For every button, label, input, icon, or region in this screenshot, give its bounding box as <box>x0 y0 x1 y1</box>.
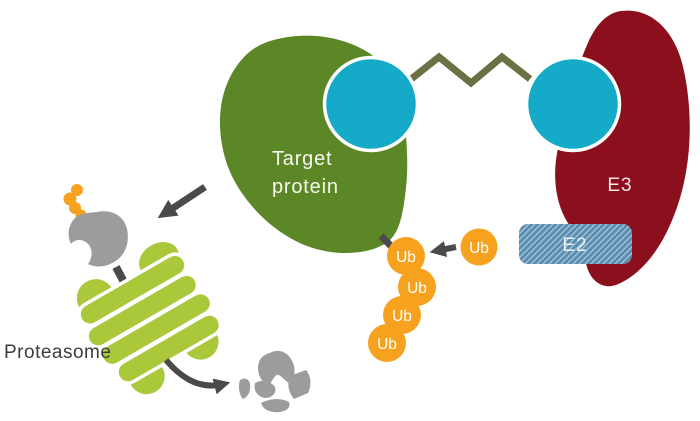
ubiquitinated-substrate-blob <box>68 211 128 267</box>
e3-ligase-label: E3 <box>607 175 632 196</box>
ubiquitin-attachment-connector <box>378 233 394 249</box>
target-protein-label-line2: protein <box>272 176 339 198</box>
ubiquitin-chain-label-3: Ub <box>392 308 412 325</box>
e2-enzyme-label: E2 <box>562 235 587 256</box>
remnant-ub-dot-2 <box>63 192 77 206</box>
ubiquitin-chain-circle-2 <box>398 268 436 306</box>
degradation-step-arrow <box>157 184 207 219</box>
target-ligand-circle <box>322 55 420 153</box>
peptide-fragment-4 <box>261 399 290 413</box>
ubiquitin-chain-circle-1 <box>387 237 425 275</box>
ubiquitin-chain-circle-3 <box>383 296 421 334</box>
fragment-release-arrow <box>163 358 231 395</box>
ubiquitination-group: E2 Ub Ub Ub Ub Ub <box>368 224 632 362</box>
free-ubiquitin-label: Ub <box>469 240 489 257</box>
proteasome-complex <box>76 242 223 395</box>
peptide-fragments <box>239 350 311 413</box>
remnant-ub-dot-1 <box>71 184 83 196</box>
proteasome-ring-4 <box>115 312 223 385</box>
peptide-fragment-1 <box>258 350 295 386</box>
ubiquitin-transfer-arrow <box>429 241 457 258</box>
ubiquitin-chain-label-4: Ub <box>377 336 397 353</box>
peptide-fragment-2 <box>288 370 311 399</box>
peptide-fragment-5 <box>239 378 251 399</box>
e2-enzyme-box <box>519 224 632 264</box>
free-ubiquitin-circle <box>460 228 498 266</box>
ubiquitin-chain-label-2: Ub <box>407 280 427 297</box>
ubiquitin-chain-circle-4 <box>368 324 406 362</box>
e3-ligand-circle <box>524 55 622 153</box>
linker-zigzag <box>407 52 533 88</box>
target-protein-label-line1: Target <box>272 148 332 170</box>
ubiquitin-chain-label-1: Ub <box>396 249 416 266</box>
ternary-complex-group: Target protein E3 <box>219 10 690 287</box>
degradation-group: Proteasome <box>4 184 311 413</box>
proteasome-label: Proteasome <box>4 342 111 363</box>
peptide-fragment-3 <box>254 380 276 398</box>
